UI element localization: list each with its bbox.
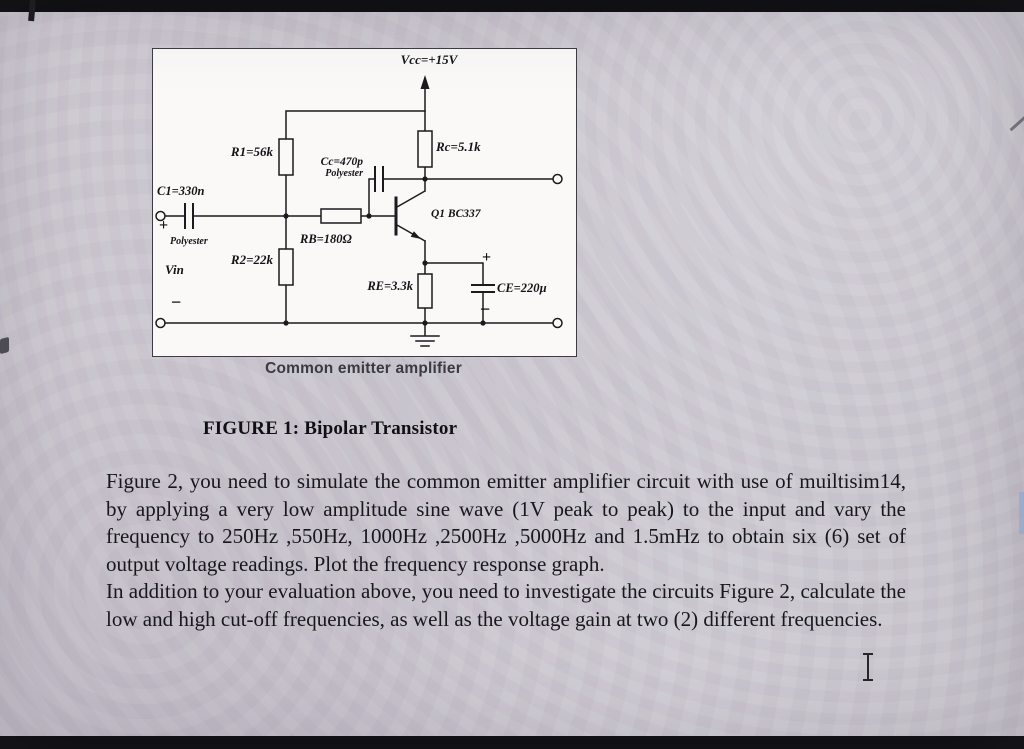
photo-edge-reflection (1019, 492, 1024, 534)
figure-title: FIGURE 1: Bipolar Transistor (203, 418, 458, 439)
vin-label: Vin (165, 262, 184, 277)
resistor-rc-symbol (417, 130, 433, 168)
resistor-r1-symbol (278, 138, 294, 176)
capacitor-cc-symbol (374, 166, 384, 192)
transistor-q1-symbol (394, 178, 427, 243)
ce-label: CE=220µ (497, 281, 547, 295)
c1-type-label: Polyester (170, 236, 208, 247)
r1-label: R1=56k (230, 144, 273, 159)
vcc-label: Vcc=+15V (400, 52, 458, 67)
resistor-re-symbol (417, 273, 433, 309)
vcc-arrow-icon (420, 75, 430, 112)
ce-minus-sign: − (480, 299, 491, 319)
circuit-caption: Common emitter amplifier (265, 360, 462, 377)
cc-label: Cc=470p (320, 156, 363, 168)
input-terminal-top (155, 210, 166, 222)
output-terminal-top (552, 173, 563, 185)
c1-label: C1=330n (157, 184, 205, 198)
photo-edge-mark (1009, 115, 1024, 132)
circuit-figure: Vcc=+15V R1=56k Rc=5.1k Cc=470p Polyeste… (152, 48, 577, 357)
input-minus-sign: − (171, 292, 182, 312)
cc-type-label: Polyester (325, 168, 363, 179)
q1-label: Q1 BC337 (431, 208, 481, 220)
capacitor-c1-symbol (184, 203, 194, 229)
wire-network (164, 110, 554, 324)
text-cursor-stem (867, 654, 869, 680)
input-plus-sign: + (159, 217, 169, 234)
input-terminal-bottom (155, 317, 166, 329)
paragraph-2: In addition to your evaluation above, yo… (106, 579, 906, 631)
output-terminal-bottom (552, 317, 563, 329)
text-cursor-bottom-serif (863, 679, 873, 681)
text-cursor-icon (862, 652, 874, 682)
cc-label-group: Cc=470p Polyester (303, 156, 363, 179)
junction-dots (283, 176, 486, 326)
ground-icon (410, 322, 440, 347)
photo-top-bar (0, 0, 1024, 12)
assignment-text: Figure 2, you need to simulate the commo… (106, 468, 906, 633)
photo-bottom-bar (0, 736, 1024, 749)
paragraph-1: Figure 2, you need to simulate the commo… (106, 469, 906, 576)
ce-plus-sign: + (482, 249, 492, 266)
resistor-rb-symbol (320, 208, 362, 224)
photo-edge-smudge (0, 336, 9, 355)
capacitor-ce-symbol (471, 284, 495, 293)
re-label: RE=3.3k (367, 279, 413, 293)
rc-label: Rc=5.1k (436, 139, 481, 154)
photo-top-notch (28, 0, 36, 22)
rb-label: RB=180Ω (300, 232, 352, 246)
resistor-r2-symbol (278, 248, 294, 286)
circuit-schematic (155, 75, 563, 347)
r2-label: R2=22k (230, 252, 273, 267)
